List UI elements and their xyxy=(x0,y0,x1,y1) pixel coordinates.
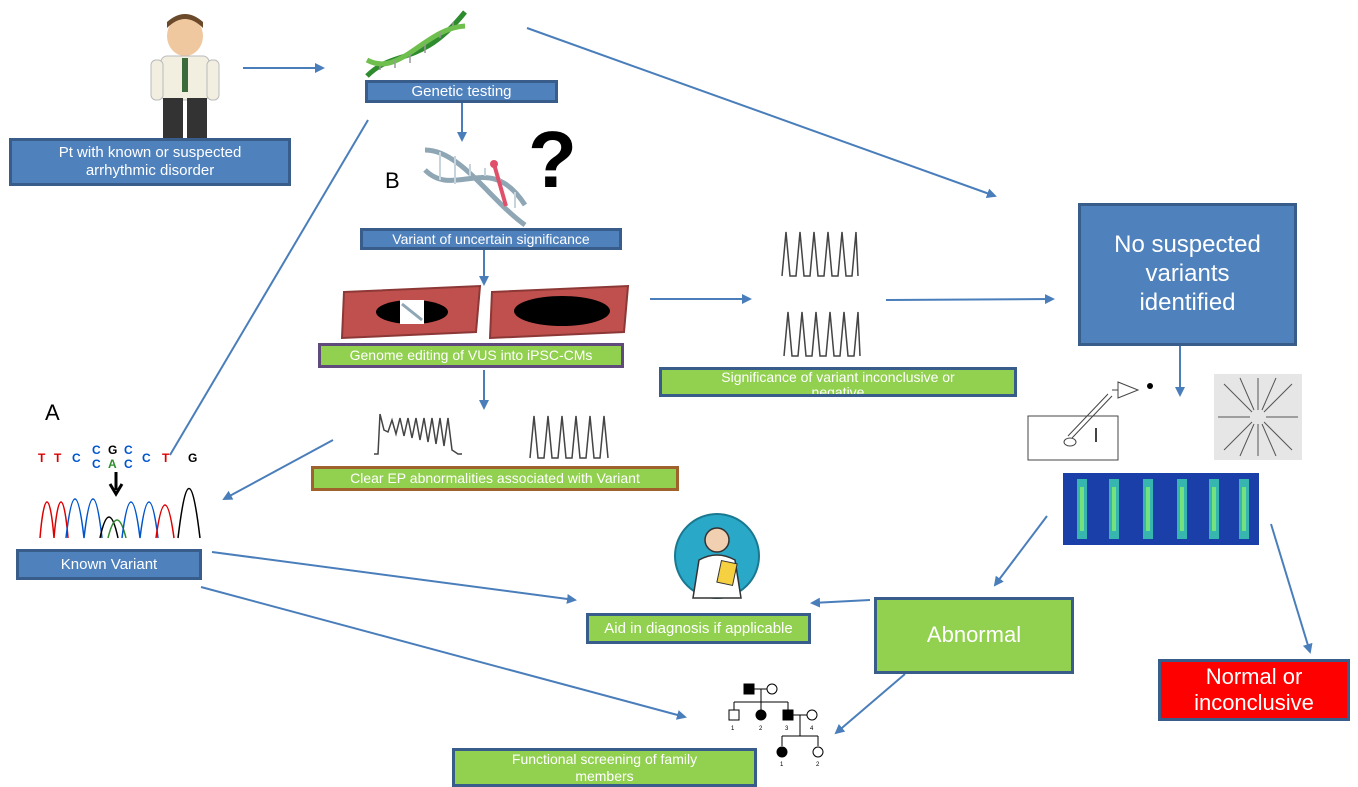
abnormal-box: Abnormal xyxy=(874,597,1074,674)
arrow-mea-to-abnormal xyxy=(993,515,1048,587)
genetic-testing-box: Genetic testing xyxy=(365,80,558,103)
pedigree-chart: 1 2 3 4 1 2 xyxy=(728,683,824,768)
pedigree-number: 1 xyxy=(780,762,784,768)
family-screening-box: Functional screening of family members xyxy=(452,748,757,787)
patch-clamp-schematic xyxy=(1027,381,1153,461)
arrow-abnormal-to-family xyxy=(834,673,906,735)
mea-recording-image xyxy=(1063,473,1259,545)
normal-inconclusive-box: Normal or inconclusive xyxy=(1158,659,1350,721)
question-mark: ? xyxy=(528,115,577,204)
ap-trace-abnormal xyxy=(374,413,462,455)
inconclusive-box: Significance of variant inconclusive or … xyxy=(659,367,1017,397)
arrow-traces-to-no-variants xyxy=(885,294,1055,305)
ap-trace-top xyxy=(781,231,859,277)
dna-variant-icon xyxy=(423,147,528,228)
arrow-testing-to-no-variants xyxy=(526,27,997,199)
doctor-icon xyxy=(674,513,760,599)
genome-editing-box: Genome editing of VUS into iPSC-CMs xyxy=(318,343,624,368)
mea-chip-icon xyxy=(1214,374,1302,460)
sequence-chromatogram xyxy=(39,472,201,539)
patient-figure xyxy=(150,14,220,138)
known-variant-box: Known Variant xyxy=(16,549,202,580)
dna-helix-icon xyxy=(365,10,467,78)
no-variants-box: No suspected variants identified xyxy=(1078,203,1297,346)
pedigree-number: 2 xyxy=(816,762,820,768)
arrow-known-to-aid xyxy=(211,551,577,604)
cardiomyocyte-cells xyxy=(340,284,630,340)
arrow-abnormal-to-aid xyxy=(810,597,871,608)
pedigree-number: 1 xyxy=(731,726,735,732)
pedigree-number: 2 xyxy=(759,726,763,732)
pedigree-number: 3 xyxy=(785,726,789,732)
arrow-known-to-family xyxy=(200,586,687,720)
pedigree-number: 4 xyxy=(810,726,814,732)
ap-trace-normal xyxy=(529,415,609,459)
arrow-mea-to-normal xyxy=(1270,523,1313,654)
patient-box: Pt with known or suspected arrhythmic di… xyxy=(9,138,291,186)
clear-ep-box: Clear EP abnormalities associated with V… xyxy=(311,466,679,491)
vus-box: Variant of uncertain significance xyxy=(360,228,622,250)
label-a: A xyxy=(45,400,60,425)
label-b: B xyxy=(385,168,400,193)
line-known-variant-to-testing xyxy=(169,119,369,456)
arrow-ep-to-known-variant xyxy=(222,439,334,500)
aid-diagnosis-box: Aid in diagnosis if applicable xyxy=(586,613,811,644)
ap-trace-bottom xyxy=(783,311,861,357)
